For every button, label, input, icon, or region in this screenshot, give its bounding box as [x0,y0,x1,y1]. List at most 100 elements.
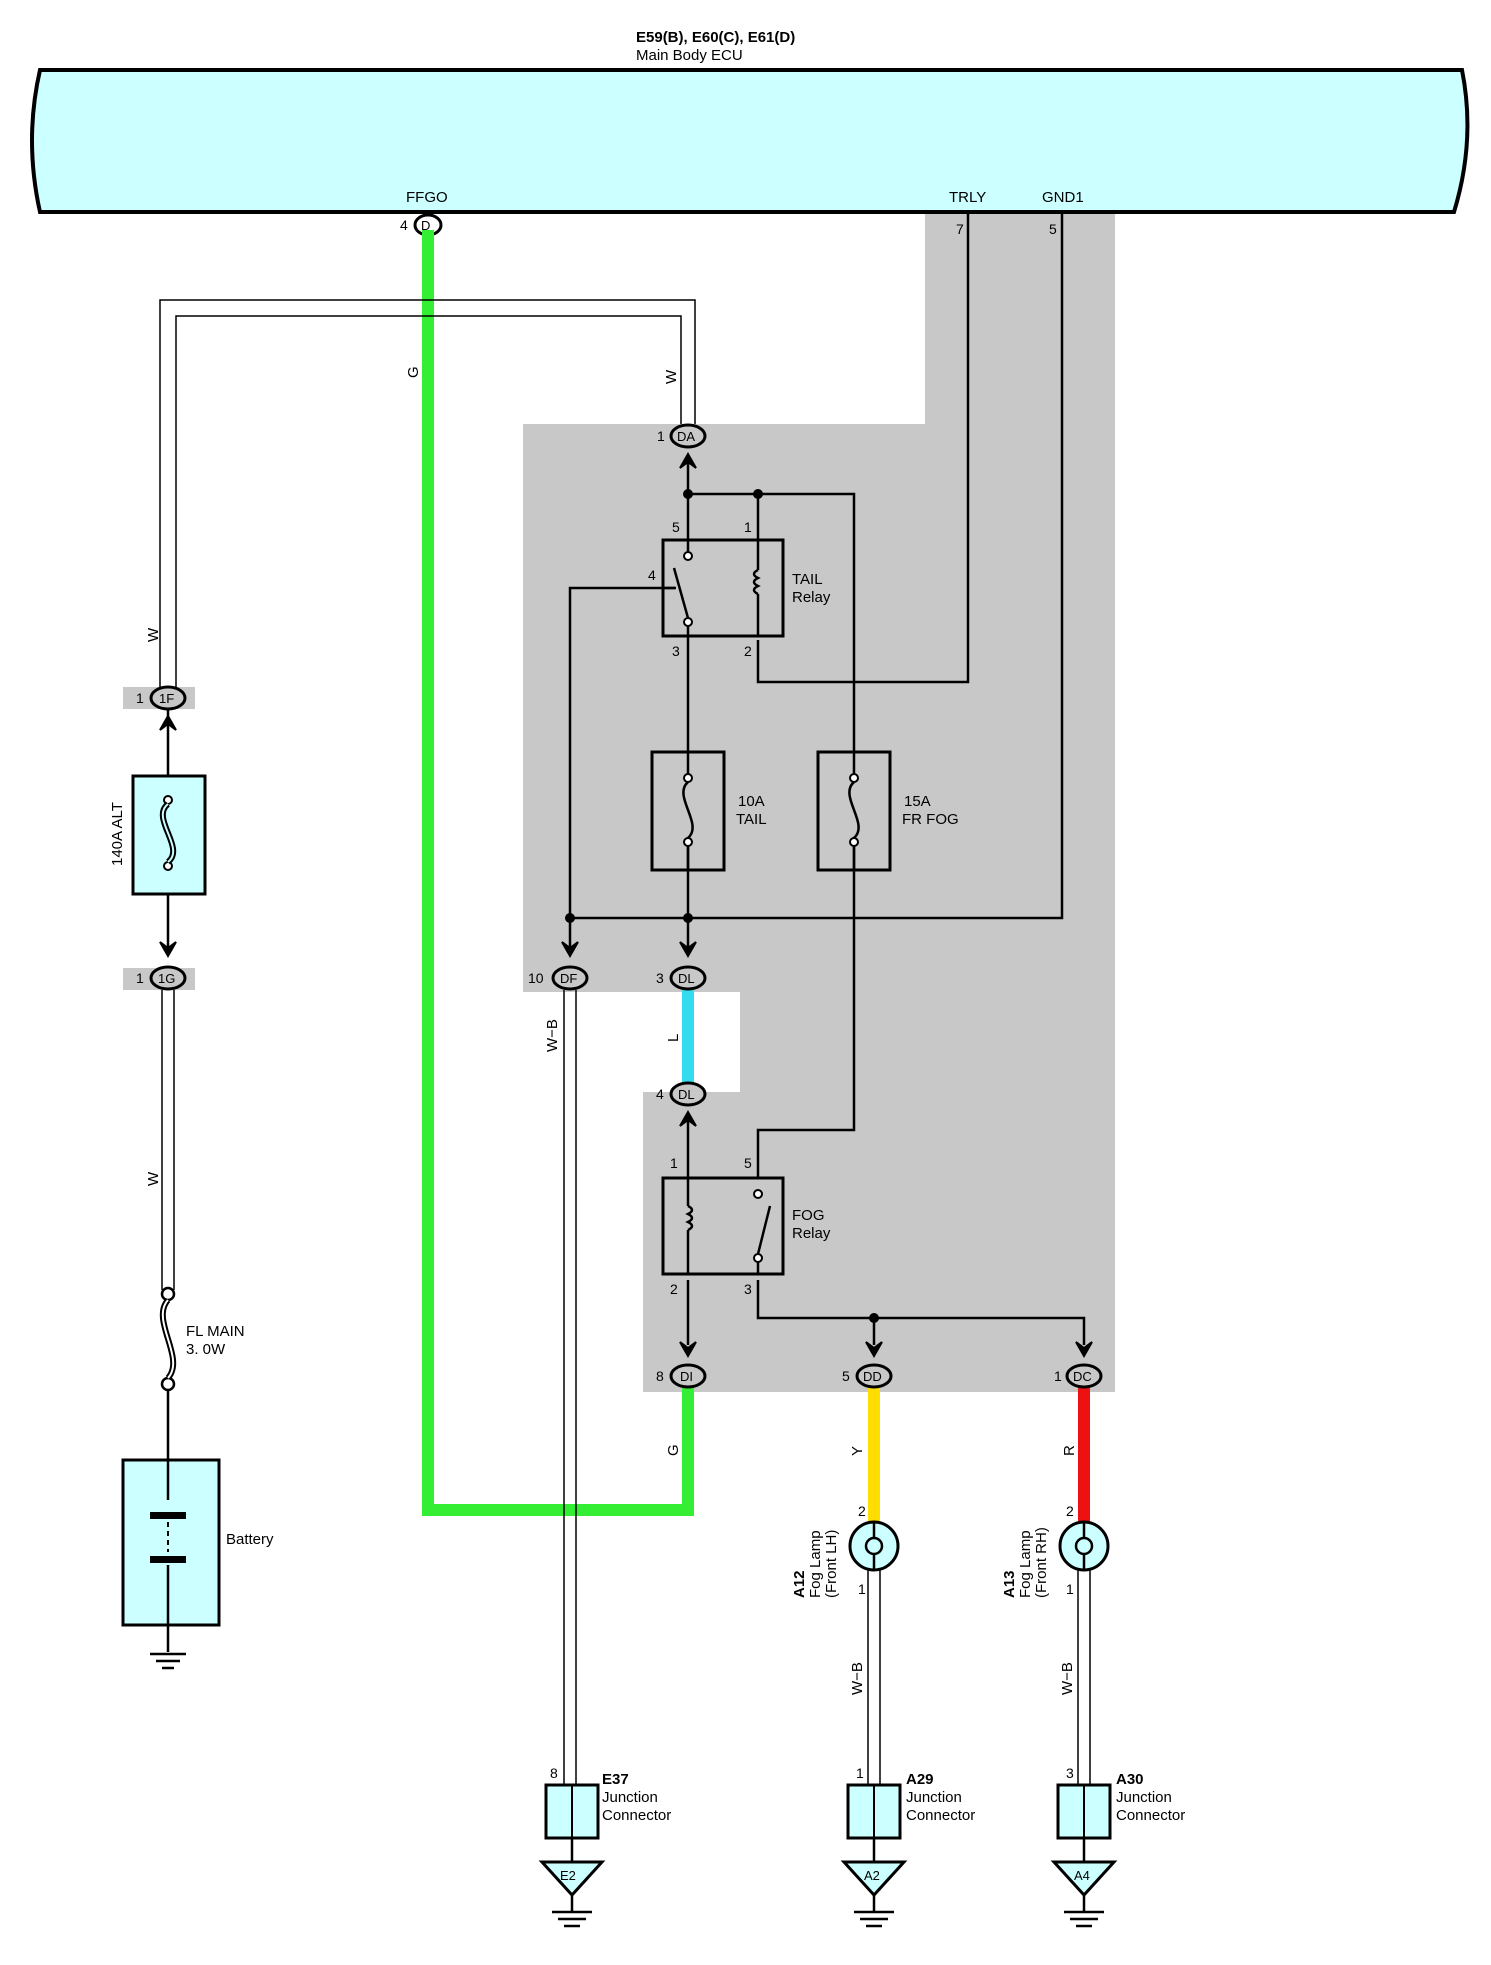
svg-text:1: 1 [744,519,752,535]
main-body-ecu: E59(B), E60(C), E61(D) Main Body ECU FFG… [30,29,1470,237]
junction-block-background [123,212,1115,1392]
svg-text:Junction: Junction [906,1789,962,1806]
svg-text:E2: E2 [560,1868,576,1883]
wire-label-g-top: G [405,366,422,378]
svg-text:2: 2 [744,643,752,659]
svg-text:Junction: Junction [1116,1789,1172,1806]
svg-text:A30: A30 [1116,1771,1144,1788]
ecu-pin-gnd1: GND1 [1042,189,1084,206]
svg-text:DI: DI [680,1369,693,1384]
wire-label-l: L [665,1034,682,1042]
svg-text:TAIL: TAIL [736,811,767,828]
fog-lamp-lh: 2 1 A12 Fog Lamp (Front LH) [791,1503,900,1598]
junction-connector-a29: 1 A29 Junction Connector A2 [840,1765,975,1928]
wire-label-wb-a30: W−B [1059,1662,1076,1695]
fuse-tail: 10A TAIL [650,750,767,872]
svg-text:DC: DC [1073,1369,1092,1384]
ecu-title: E59(B), E60(C), E61(D) [636,29,795,46]
wire-label-wb-a29: W−B [849,1662,866,1695]
tail-relay-name: TAIL [792,571,823,588]
junction-connector-e37: 8 E37 Junction Connector E2 [538,1765,671,1928]
connector-dd: DD 5 [842,1341,893,1389]
svg-text:3: 3 [1066,1765,1074,1781]
fuse-140a-alt: 140A ALT [109,774,207,896]
svg-text:Connector: Connector [1116,1807,1185,1824]
ecu-subtitle: Main Body ECU [636,47,743,64]
svg-text:1: 1 [856,1765,864,1781]
wire-label-r: R [1061,1445,1078,1456]
battery-label: Battery [226,1531,274,1548]
svg-text:4: 4 [648,567,656,583]
svg-text:A12: A12 [791,1570,808,1598]
svg-text:140A ALT: 140A ALT [109,802,126,866]
fog-lamp-rh: 2 1 A13 Fog Lamp (Front RH) [1001,1503,1110,1598]
fog-relay-name: FOG [792,1207,825,1224]
svg-text:1: 1 [136,970,144,986]
svg-text:2: 2 [1066,1503,1074,1519]
connectors: DA 1 1F 1 1G 1 DF 10 DL [136,423,1103,1389]
svg-text:1G: 1G [158,971,175,986]
wire-color-labels: G W W W W−B L G Y R W−B W−B [145,366,1078,1695]
junction-dots [565,489,879,1323]
wires-white [159,299,1091,1785]
svg-text:1: 1 [1066,1581,1074,1597]
svg-text:A13: A13 [1001,1570,1018,1598]
wire-label-g-bottom: G [665,1444,682,1456]
svg-text:8: 8 [550,1765,558,1781]
svg-text:FR FOG: FR FOG [902,811,959,828]
wire-label-y: Y [849,1446,866,1456]
fog-relay: 1 5 2 3 FOG Relay [661,1155,831,1297]
connector-dl-top: DL 3 [656,941,707,991]
ecu-conn-d: D [421,218,430,233]
svg-text:3: 3 [672,643,680,659]
connector-df: DF 10 [528,941,589,991]
svg-text:FL MAIN: FL MAIN [186,1323,245,1340]
svg-text:5: 5 [672,519,680,535]
svg-text:Connector: Connector [906,1807,975,1824]
wire-label-w-left: W [145,627,162,642]
svg-text:15A: 15A [904,793,931,810]
svg-text:DL: DL [678,1087,695,1102]
svg-text:Junction: Junction [602,1789,658,1806]
connector-1f: 1F 1 [136,685,187,731]
svg-text:Fog Lamp: Fog Lamp [807,1530,824,1598]
svg-text:5: 5 [842,1368,850,1384]
svg-text:8: 8 [656,1368,664,1384]
svg-text:A4: A4 [1074,1868,1090,1883]
ecu-pin-trly: TRLY [949,189,986,206]
fog-relay-label: Relay [792,1225,831,1242]
junction-connector-a30: 3 A30 Junction Connector A4 [1050,1765,1185,1928]
battery: Battery [121,1458,274,1627]
connector-1g: 1G 1 [136,941,187,991]
ecu-pin-num-trly: 7 [956,221,964,237]
ground-battery [150,1652,186,1670]
ecu-pin-num-ffgo: 4 [400,217,408,233]
svg-text:3: 3 [656,970,664,986]
fuse-fr-fog: 15A FR FOG [816,750,959,872]
svg-text:DD: DD [863,1369,882,1384]
svg-text:DF: DF [560,971,577,986]
svg-text:E37: E37 [602,1771,629,1788]
svg-text:2: 2 [858,1503,866,1519]
wires-colored [422,230,1090,1526]
svg-text:1: 1 [136,690,144,706]
svg-text:1: 1 [1054,1368,1062,1384]
svg-text:1: 1 [858,1581,866,1597]
svg-text:5: 5 [744,1155,752,1171]
tail-relay-label: Relay [792,589,831,606]
svg-text:DA: DA [677,429,695,444]
svg-text:10A: 10A [738,793,765,810]
ecu-pin-num-gnd1: 5 [1049,221,1057,237]
connector-dc: DC 1 [1054,1341,1103,1389]
svg-text:(Front LH): (Front LH) [823,1530,840,1598]
connector-dl-bottom: DL 4 [656,1081,707,1127]
wire-label-w-top: W [663,369,680,384]
svg-text:Connector: Connector [602,1807,671,1824]
svg-text:4: 4 [656,1086,664,1102]
svg-text:A2: A2 [864,1868,880,1883]
tail-relay: 5 1 4 3 2 TAIL Relay [648,519,831,659]
svg-text:A29: A29 [906,1771,934,1788]
svg-text:10: 10 [528,970,544,986]
connector-di: DI 8 [656,1341,707,1389]
connector-da: DA 1 [657,423,707,469]
